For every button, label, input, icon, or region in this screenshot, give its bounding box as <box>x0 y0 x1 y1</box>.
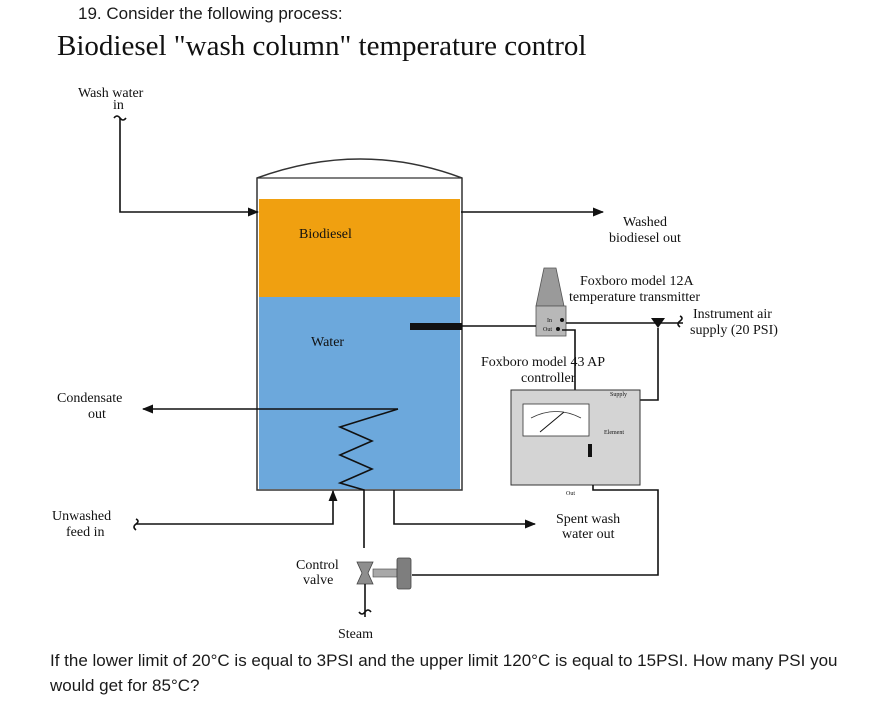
temperature-transmitter: In Out <box>535 267 567 337</box>
diagram-title: Biodiesel "wash column" temperature cont… <box>57 30 586 62</box>
steam-break-icon <box>358 609 372 615</box>
temperature-probe <box>410 323 462 330</box>
controller-output-line <box>412 485 659 576</box>
question-number: 19. Consider the following process: <box>78 4 343 23</box>
condensate-label-2: out <box>88 407 106 422</box>
controller-out-label: Out <box>566 491 575 497</box>
process-diagram: Biodiesel "wash column" temperature cont… <box>52 30 778 642</box>
svg-text:Out: Out <box>543 327 552 333</box>
instrument-air-label-2: supply (20 PSI) <box>690 323 778 338</box>
svg-text:Supply: Supply <box>610 392 627 398</box>
controller-box: Supply Element <box>510 389 641 486</box>
washed-label-2: biodiesel out <box>609 231 681 246</box>
wash-water-label: Wash water <box>78 86 144 101</box>
biodiesel-layer <box>259 199 460 297</box>
transmitter-label: Foxboro model 12A <box>580 274 694 289</box>
control-valve <box>356 557 412 590</box>
air-tee-icon <box>651 318 665 328</box>
transmitter-label-2: temperature transmitter <box>569 290 700 305</box>
wash-column-vessel <box>256 158 463 491</box>
instrument-air-label: Instrument air <box>693 307 772 322</box>
spent-label-2: water out <box>562 527 615 542</box>
control-valve-label: Control <box>296 558 339 573</box>
instrument-air-break-icon <box>677 315 683 328</box>
controller-label-2: controller <box>521 371 576 386</box>
unwashed-label: Unwashed <box>52 509 111 524</box>
gauge-needle <box>539 411 565 433</box>
controller-gauge <box>522 403 590 437</box>
question-text: If the lower limit of 20°C is equal to 3… <box>50 651 838 695</box>
washed-label: Washed <box>623 215 667 230</box>
valve-actuator <box>396 557 412 590</box>
svg-text:Element: Element <box>604 430 624 436</box>
heating-coil <box>337 408 399 548</box>
wash-water-label-2: in <box>113 98 124 113</box>
biodiesel-label: Biodiesel <box>299 227 352 242</box>
controller-label: Foxboro model 43 AP <box>481 355 605 370</box>
unwashed-feed-pipe <box>136 489 338 525</box>
unwashed-label-2: feed in <box>66 525 104 540</box>
spent-water-pipe <box>393 490 537 529</box>
wash-water-pipe <box>119 118 260 217</box>
svg-text:In: In <box>547 318 552 324</box>
control-valve-label-2: valve <box>303 573 333 588</box>
steam-label: Steam <box>338 627 373 642</box>
condensate-label: Condensate <box>57 391 122 406</box>
spent-label: Spent wash <box>556 512 620 527</box>
water-label: Water <box>311 335 344 350</box>
